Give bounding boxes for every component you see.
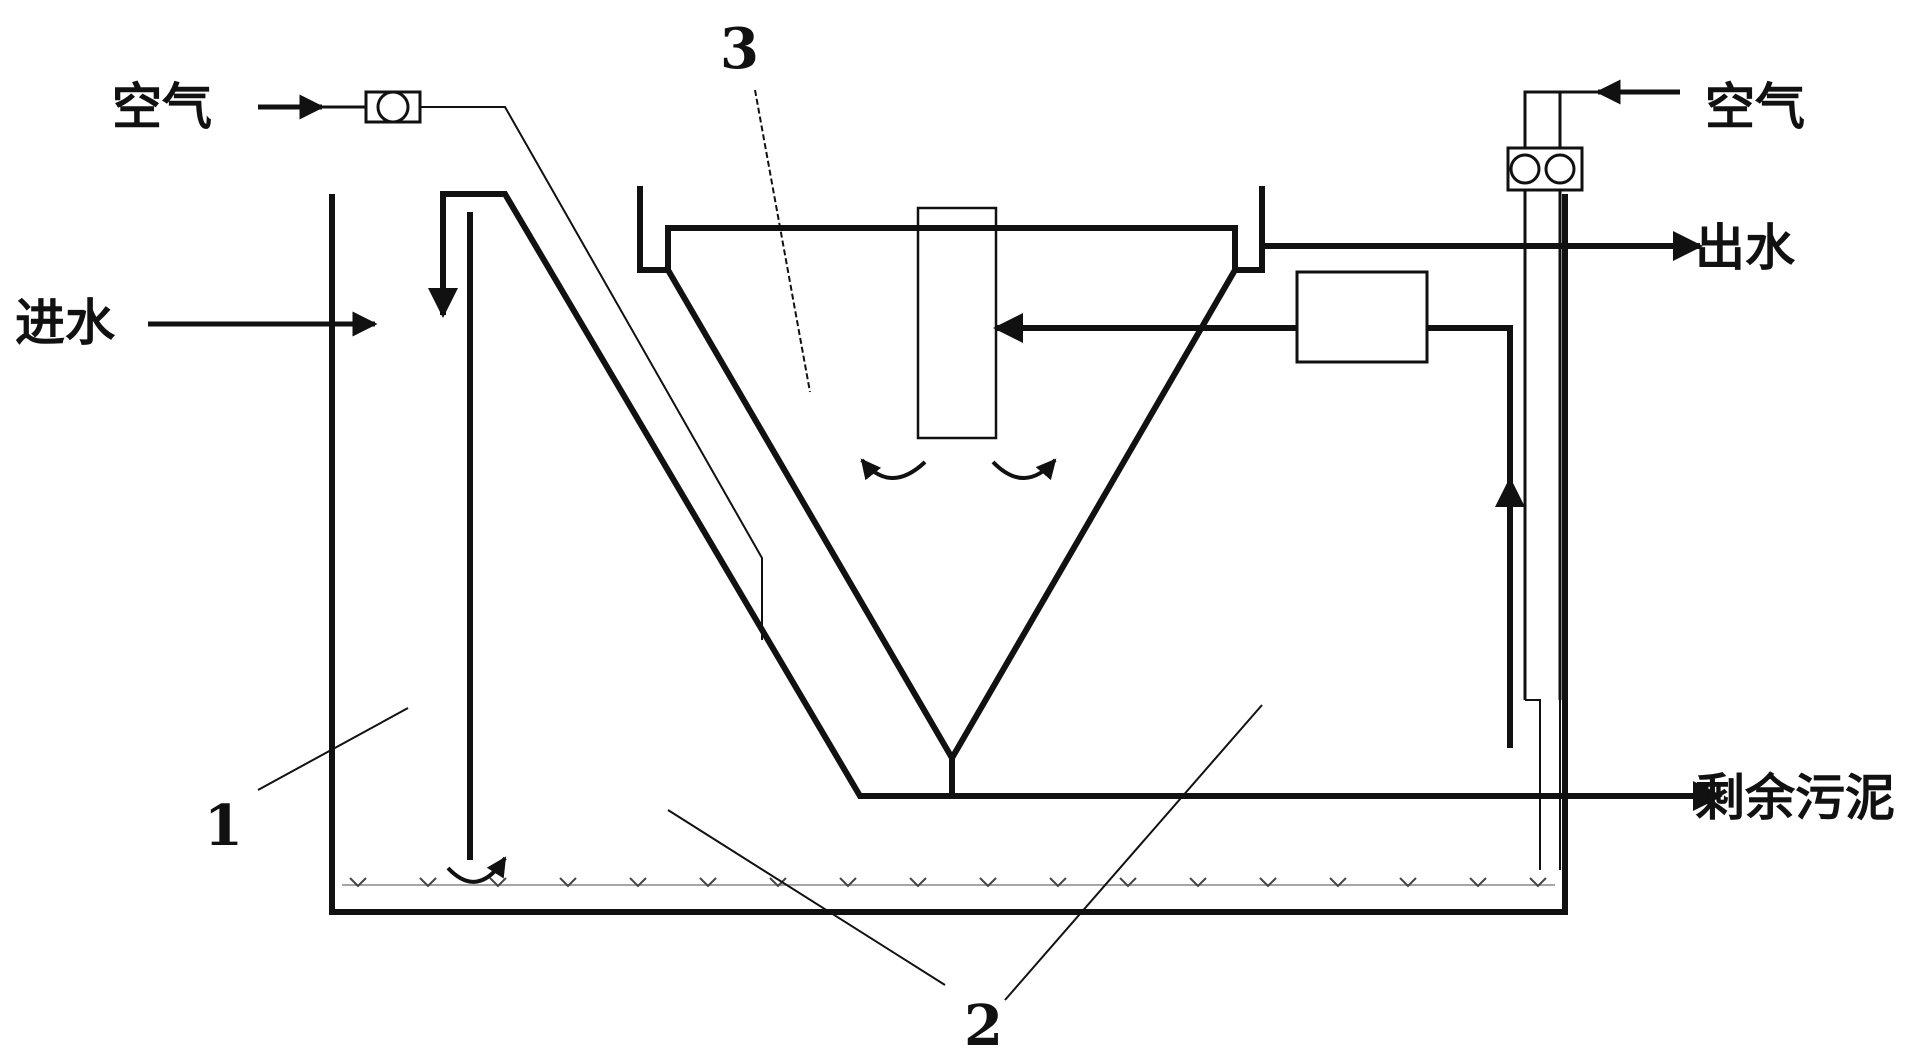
- center-column: [916, 206, 998, 440]
- swirl-left-icon: [860, 458, 927, 481]
- outflow-label: 出水: [1695, 219, 1796, 277]
- air-left-label: 空气: [112, 78, 212, 136]
- air-pump-left-icon: [364, 90, 422, 124]
- settler-cone: [637, 186, 1265, 764]
- leader-zone-2a: [667, 809, 946, 986]
- air-left-feed-line: [420, 106, 763, 640]
- leader-zone-2b: [1004, 704, 1263, 1001]
- zone-2-label: 2: [964, 993, 1003, 1055]
- zone-3-label: 3: [720, 16, 759, 82]
- tank-outline: [329, 194, 1568, 915]
- zone-1-label: 1: [204, 793, 243, 859]
- inflow-label: 进水: [15, 294, 116, 352]
- excess-sludge-label: 剩余污泥: [1695, 769, 1895, 827]
- bottom-aerator-row: [342, 877, 1555, 888]
- air-right-pipe: [1523, 90, 1598, 700]
- leader-zone-3: [754, 89, 811, 393]
- leader-zone-1: [257, 707, 409, 791]
- swirl-bottom-icon: [446, 856, 507, 884]
- effluent-weir: [665, 225, 1238, 270]
- swirl-right-icon: [991, 458, 1057, 481]
- air-pump-right-icon: [1506, 146, 1584, 192]
- air-right-label: 空气: [1705, 78, 1805, 136]
- downcomer-pipe: [440, 191, 1720, 799]
- air-right-feed: [1525, 699, 1561, 870]
- return-pump-box: [1295, 270, 1429, 364]
- return-riser: [1427, 325, 1513, 748]
